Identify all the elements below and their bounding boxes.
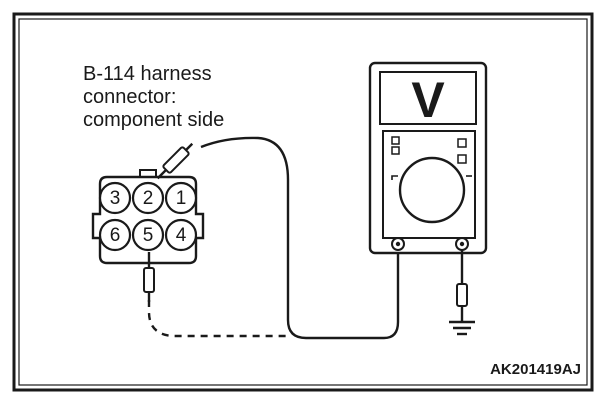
outer-frame	[12, 12, 594, 392]
connector-label-line-2: connector:	[83, 86, 176, 108]
meter-mode-button-1	[391, 136, 400, 145]
figure-id: AK201419AJ	[490, 361, 581, 378]
inner-frame	[18, 18, 588, 386]
meter-jack-com-center	[395, 241, 401, 247]
probe-wire	[200, 136, 400, 340]
pin-5-label: 5	[143, 225, 154, 246]
pin-3-label: 3	[110, 188, 121, 209]
meter-dial-tick-1	[391, 175, 398, 180]
meter-jack-v-center	[459, 241, 465, 247]
connector-label: B-114 harness connector: component side	[83, 63, 224, 131]
meter-display	[379, 71, 477, 125]
pin-6-label: 6	[110, 225, 121, 246]
pin-3	[98, 181, 132, 215]
dashed-lead	[147, 300, 288, 338]
meter-rotary-dial	[398, 156, 466, 224]
pin-2	[131, 181, 165, 215]
harness-connector: 3 2 1 6 5 4	[91, 169, 205, 265]
meter-unit-symbol: V	[411, 72, 445, 128]
meter-mode-button-4	[457, 154, 467, 164]
pin-1	[164, 181, 198, 215]
pin-1-label: 1	[176, 188, 187, 209]
connector-label-line-3: component side	[83, 109, 224, 131]
multimeter: V	[368, 61, 488, 255]
back-probe-pin-2	[156, 142, 194, 180]
probe-pin-5	[143, 252, 155, 302]
pin-5	[131, 218, 165, 252]
connector-label-line-1: B-114 harness	[83, 63, 212, 85]
ground-lead	[456, 250, 468, 322]
pin-4	[164, 218, 198, 252]
pin-6	[98, 218, 132, 252]
pin-4-label: 4	[176, 225, 187, 246]
meter-mode-button-2	[391, 146, 400, 155]
pin-2-label: 2	[143, 188, 154, 209]
meter-mode-button-3	[457, 138, 467, 148]
ground-icon	[449, 320, 475, 336]
